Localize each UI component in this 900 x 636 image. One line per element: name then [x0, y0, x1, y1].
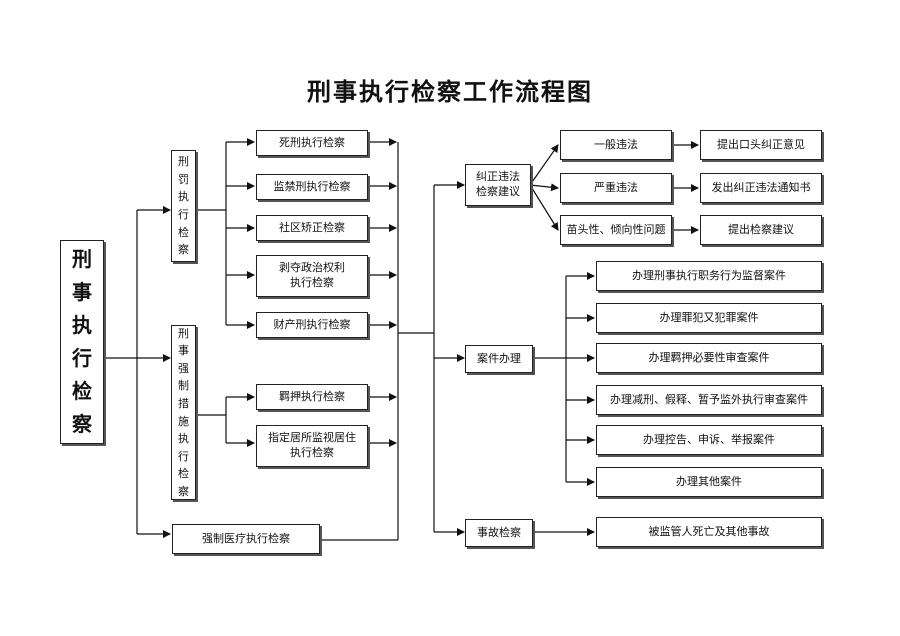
penalty-item: 监禁刑执行检察 — [256, 174, 368, 200]
category-coercive-measures: 刑 事 强 制 措 施 执 行 检 察 — [171, 325, 196, 500]
page-title: 刑事执行检察工作流程图 — [307, 78, 593, 106]
root-criminal-execution-procuratorate: 刑 事 执 行 检 察 — [60, 240, 104, 444]
penalty-item: 死刑执行检察 — [256, 130, 368, 156]
case-type: 办理减刑、假释、暂予监外执行审查案件 — [596, 385, 822, 415]
case-type: 办理罪犯又犯罪案件 — [596, 303, 822, 333]
category-penalty-execution: 刑 罚 执 行 检 察 — [171, 150, 196, 262]
action-case-handling: 案件办理 — [465, 345, 533, 373]
case-type: 办理羁押必要性审查案件 — [596, 343, 822, 373]
penalty-item: 财产刑执行检察 — [256, 312, 368, 338]
incident-item: 被监管人死亡及其他事故 — [596, 517, 822, 547]
correction-result: 提出口头纠正意见 — [700, 130, 822, 160]
action-incident-inspection: 事故检察 — [465, 519, 533, 547]
case-type: 办理刑事执行职务行为监督案件 — [596, 261, 822, 291]
coercive-item: 羁押执行检察 — [256, 384, 368, 410]
case-type: 办理其他案件 — [596, 467, 822, 497]
category-compulsory-medical: 强制医疗执行检察 — [172, 524, 320, 554]
case-type: 办理控告、申诉、举报案件 — [596, 425, 822, 455]
action-correction-suggestion: 纠正违法 检察建议 — [465, 164, 531, 206]
correction-result: 发出纠正违法通知书 — [700, 173, 822, 203]
correction-result: 提出检察建议 — [700, 215, 822, 245]
penalty-item: 社区矫正检察 — [256, 215, 368, 241]
coercive-item: 指定居所监视居住 执行检察 — [256, 425, 368, 467]
correction-level: 苗头性、倾向性问题 — [560, 215, 672, 245]
correction-level: 一般违法 — [560, 130, 672, 160]
correction-level: 严重违法 — [560, 173, 672, 203]
penalty-item: 剥夺政治权利 执行检察 — [256, 255, 368, 297]
